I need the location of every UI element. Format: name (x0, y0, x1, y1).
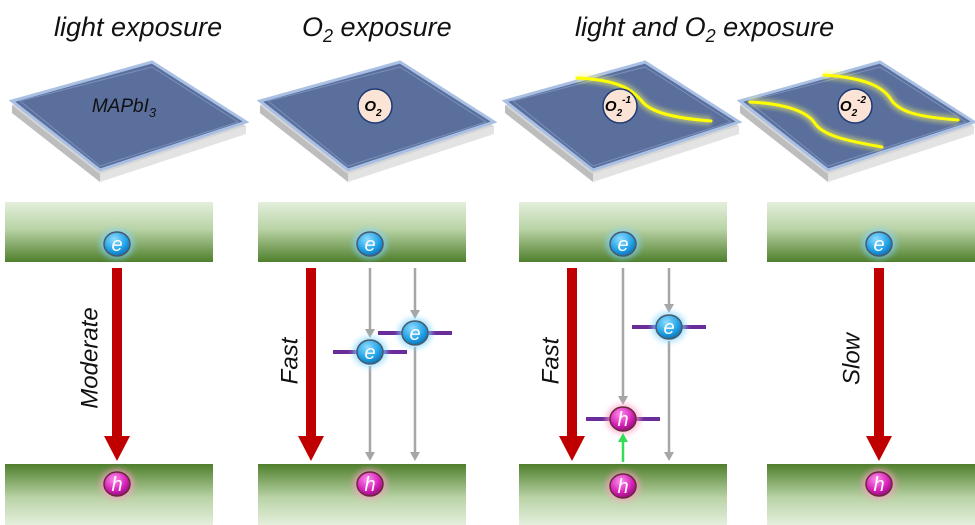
rate-label: Slow (838, 331, 865, 385)
perovskite-film-4: O2-2 (736, 60, 975, 182)
heading-text: light exposure (54, 12, 223, 42)
oxygen-badge (357, 88, 393, 124)
substrate-side-right (828, 126, 974, 182)
electron: e (398, 318, 432, 348)
hole: h (862, 469, 896, 499)
particle-symbol: h (617, 476, 628, 498)
trap-arrow-head (410, 310, 420, 319)
electron-icon (356, 231, 384, 257)
hole-icon (609, 406, 637, 432)
superoxide-line (822, 73, 960, 122)
electron: e (862, 229, 896, 259)
oxygen-badge (837, 88, 873, 124)
trap-arrow-head (365, 452, 375, 461)
electron: e (652, 312, 686, 342)
heading-text: light and O (575, 12, 706, 42)
electron-icon (609, 231, 637, 257)
rate-label: Fast (537, 336, 564, 384)
electron: e (353, 229, 387, 259)
recombination-arrow-head (866, 436, 892, 461)
particle-symbol: h (111, 474, 122, 496)
electron: e (606, 229, 640, 259)
superoxide-line (575, 76, 713, 123)
substrate-side-right (593, 126, 739, 182)
hole: h (100, 469, 134, 499)
band-panel-3: Fast h e h e (519, 202, 727, 525)
heading-light-and-o2-exposure: light and O2 exposure (575, 12, 834, 47)
oxygen-badge (602, 88, 638, 124)
material-label: MAPbI3 (92, 96, 157, 120)
hole-icon (609, 473, 637, 499)
recombination-arrow-head (298, 436, 324, 461)
recombination-arrow-head (104, 436, 130, 461)
heading-subscript: 2 (323, 26, 334, 46)
particle-symbol: e (873, 234, 884, 256)
recombination-arrow-shaft (567, 268, 577, 438)
particle-symbol: e (409, 323, 420, 345)
heading-light-exposure: light exposure (54, 12, 222, 43)
trap-arrow-head (664, 452, 674, 461)
band-panel-4: Slow e h (767, 202, 975, 525)
particle-symbol: e (617, 234, 628, 256)
hole: h (353, 469, 387, 499)
recombination-arrow-head (559, 436, 585, 461)
substrate-side-left (505, 105, 593, 182)
substrate-side-right (348, 126, 494, 182)
electron-icon (103, 231, 131, 257)
perovskite-film-3: O2-1 (501, 60, 743, 182)
recombination-arrow-shaft (874, 268, 884, 438)
rate-label: Fast (276, 336, 303, 384)
particle-symbol: h (617, 409, 628, 431)
particle-symbol: e (364, 234, 375, 256)
substrate-side-left (12, 105, 100, 182)
hole: h (606, 471, 640, 501)
particle-symbol: h (364, 474, 375, 496)
hole: h (606, 404, 640, 434)
film-bevel (18, 66, 240, 167)
hole-icon (103, 471, 131, 497)
band-panel-2: Fast e e e h (258, 202, 466, 525)
particle-symbol: e (663, 317, 674, 339)
heading-subscript: 2 (705, 26, 716, 46)
substrate-side-right (100, 126, 246, 182)
hole-transfer-arrow-head (618, 433, 628, 442)
perovskite-film-2: O2 (256, 60, 498, 182)
trap-arrow-head (410, 452, 420, 461)
trap-arrow-head (618, 396, 628, 405)
rate-label: Moderate (76, 307, 103, 408)
electron: e (100, 229, 134, 259)
trap-arrow-head (365, 329, 375, 338)
recombination-arrow-shaft (306, 268, 316, 438)
electron-icon (401, 320, 429, 346)
electron-icon (655, 314, 683, 340)
electron-icon (865, 231, 893, 257)
band-panel-1: Moderate e h (5, 202, 213, 525)
heading-text-after: exposure (333, 12, 452, 42)
substrate-side-left (740, 105, 828, 182)
film-bevel (266, 66, 488, 167)
heading-text-after: exposure (715, 12, 835, 42)
perovskite-film-1: MAPbI3 (8, 60, 250, 182)
recombination-arrow-shaft (112, 268, 122, 438)
electron: e (353, 337, 387, 367)
particle-symbol: e (111, 234, 122, 256)
heading-o2-exposure: O2 exposure (302, 12, 452, 47)
hole-icon (865, 471, 893, 497)
electron-icon (356, 339, 384, 365)
film-surface (8, 60, 250, 172)
hole-icon (356, 471, 384, 497)
heading-text: O (302, 12, 324, 42)
particle-symbol: e (364, 342, 375, 364)
superoxide-line (748, 100, 884, 149)
particle-symbol: h (873, 474, 884, 496)
trap-arrow-head (664, 304, 674, 313)
substrate-side-left (260, 105, 348, 182)
